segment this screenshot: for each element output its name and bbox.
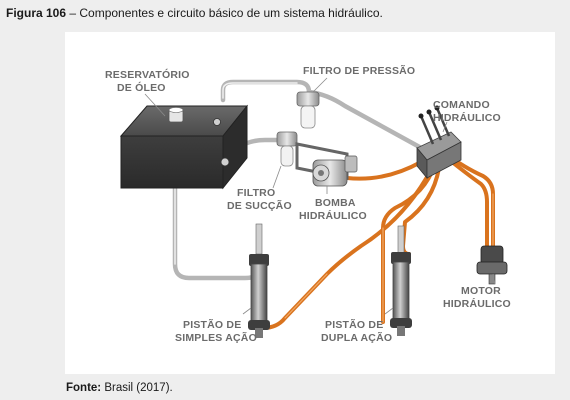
return-pipe-tank-to-filter: [220, 79, 312, 103]
pressure-filter: [296, 91, 320, 129]
hydraulic-motor: [476, 245, 508, 285]
label-motor-1: MOTOR: [461, 285, 501, 297]
label-pistao-simples-2: SIMPLES AÇÃO: [175, 331, 257, 344]
hydraulic-diagram: RESERVATÓRIO DE ÓLEO FILTRO DE PRESSÃO C…: [65, 32, 555, 374]
label-pistao-dupla-2: DUPLA AÇÃO: [321, 331, 392, 344]
figure-caption: Figura 106 – Componentes e circuito bási…: [6, 6, 383, 20]
hydraulic-pump: [295, 142, 358, 187]
source-prefix: Fonte:: [66, 382, 102, 394]
label-pistao-simples-1: PISTÃO DE: [183, 318, 241, 331]
hydraulic-control-valve: [416, 105, 462, 180]
oil-reservoir: [119, 104, 249, 190]
suction-filter: [276, 131, 298, 167]
label-filtro-succao-2: DE SUCÇÃO: [227, 199, 292, 212]
valve-lever-2: [427, 111, 443, 141]
figure-source: Fonte: Brasil (2017).: [66, 382, 173, 394]
label-filtro-succao-1: FILTRO: [237, 187, 275, 199]
pressure-filter-pipe: [306, 89, 428, 153]
caption-prefix: Figura 106: [6, 6, 67, 20]
valve-lever-1: [419, 115, 435, 145]
valve-lever-3: [435, 107, 451, 137]
label-comando-2: HIDRÁULICO: [433, 111, 501, 124]
label-bomba-1: BOMBA: [315, 197, 356, 209]
double-acting-piston: [390, 225, 412, 336]
label-reservatorio-1: RESERVATÓRIO: [105, 68, 190, 81]
caption-text: – Componentes e circuito básico de um si…: [66, 6, 383, 20]
label-pistao-dupla-1: PISTÃO DE: [325, 318, 383, 331]
label-motor-2: HIDRÁULICO: [443, 297, 511, 310]
source-text: Brasil (2017).: [101, 382, 173, 394]
pipe-pump-to-valve: [345, 160, 423, 181]
label-comando-1: COMANDO: [433, 99, 490, 111]
label-reservatorio-2: DE ÓLEO: [117, 81, 166, 94]
single-acting-piston: [248, 223, 270, 338]
label-bomba-2: HIDRÁULICO: [299, 209, 367, 222]
label-filtro-pressao: FILTRO DE PRESSÃO: [303, 64, 415, 77]
pipe-valve-to-double-piston-b: [401, 166, 441, 256]
pipe-valve-to-motor-b: [445, 156, 489, 248]
pipe-valve-to-simple-piston: [261, 168, 433, 330]
diagram-svg: RESERVATÓRIO DE ÓLEO FILTRO DE PRESSÃO C…: [105, 64, 511, 344]
leader-lines: [144, 77, 496, 315]
